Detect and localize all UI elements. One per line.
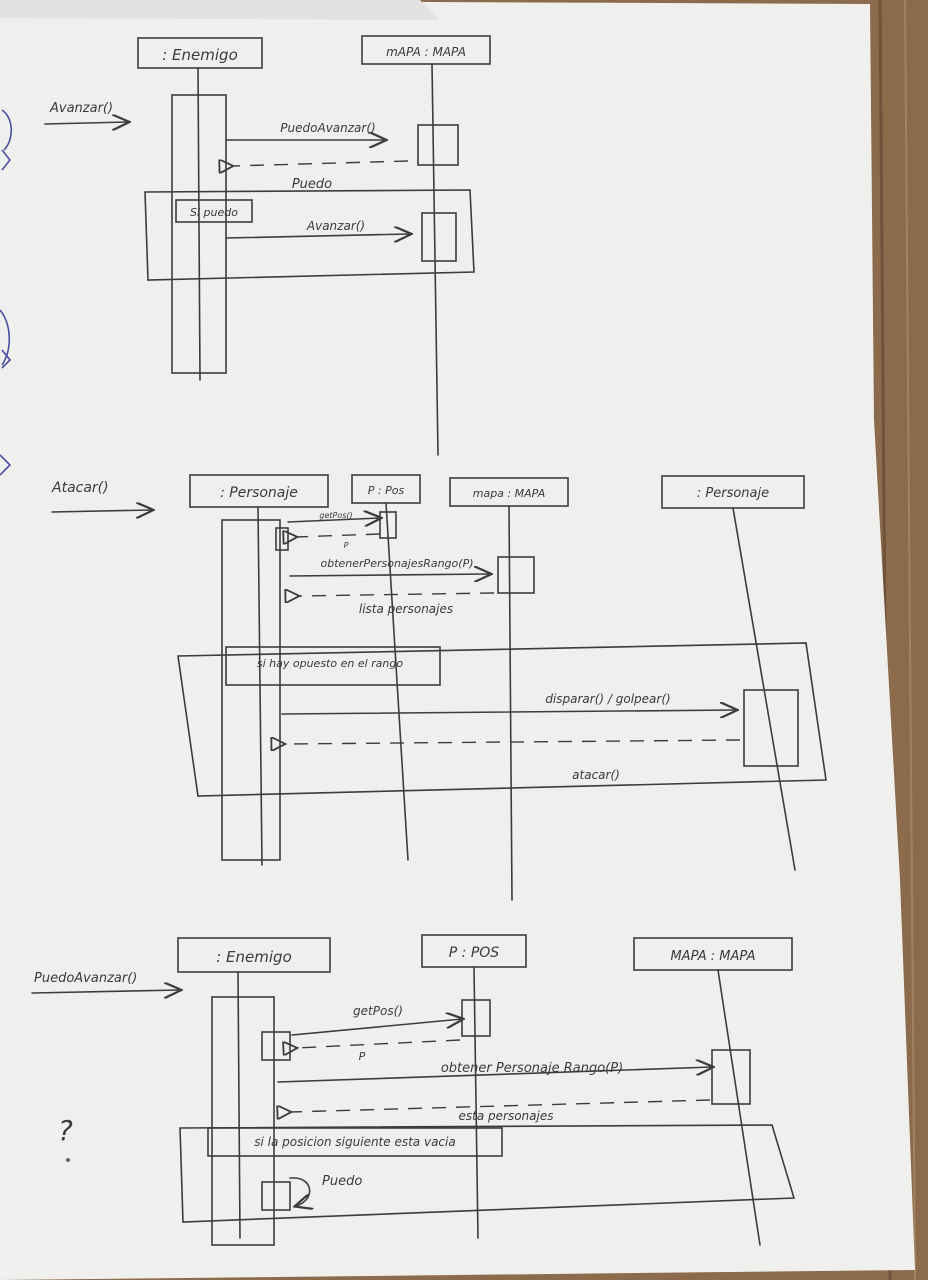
fragment-guard-box	[207, 1127, 503, 1157]
activation-bar	[421, 212, 457, 262]
sequence-diagram-1: Avanzar() : Enemigo mAPA : MAPA PuedoAva…	[44, 35, 491, 456]
participant-label: P : POS	[449, 945, 500, 961]
participant-box	[177, 937, 331, 973]
participant-box	[361, 35, 491, 65]
participant-label: mapa : MAPA	[473, 487, 546, 500]
participant-label: : Personaje	[697, 486, 769, 501]
alt-fragment	[144, 189, 475, 281]
activation-bar	[497, 556, 535, 594]
participant-label: : Personaje	[220, 485, 298, 501]
sequence-diagram-2: Atacar() : Personaje P : Pos mapa : MAPA…	[51, 474, 827, 901]
activation-bar	[417, 124, 459, 166]
activation-bar	[743, 689, 799, 767]
lifeline	[732, 507, 796, 871]
message-label: getPos()	[319, 511, 352, 520]
trigger-label: Avanzar()	[49, 101, 113, 116]
activation-bar	[221, 519, 281, 861]
activation-bar	[461, 999, 491, 1037]
alt-fragment	[177, 642, 827, 797]
return-label: P	[344, 541, 349, 550]
lifeline	[257, 506, 263, 866]
return-label: lista personajes	[359, 602, 453, 616]
sequence-diagram-3: PuedoAvanzar() : Enemigo P : POS MAPA : …	[31, 934, 796, 1246]
participant-box	[189, 474, 329, 508]
participant-box	[137, 37, 263, 69]
self-message-arrow	[289, 1177, 310, 1206]
trigger-label: PuedoAvanzar()	[34, 971, 137, 986]
trigger-label: Atacar()	[51, 480, 109, 496]
message-label: Avanzar()	[306, 219, 365, 233]
message-label: obtenerPersonajesRango(P)	[321, 557, 474, 570]
alt-fragment	[179, 1124, 796, 1223]
return-label: P	[359, 1050, 366, 1063]
message-label: PuedoAvanzar()	[280, 121, 375, 135]
activation-bar	[261, 1181, 291, 1211]
lifeline	[237, 971, 241, 1239]
activation-bar	[379, 511, 397, 539]
activation-bar	[171, 94, 227, 374]
participant-label: : Enemigo	[216, 948, 292, 966]
message-label: getPos()	[353, 1004, 403, 1018]
return-label: atacar()	[572, 768, 620, 782]
lifeline	[473, 966, 479, 1239]
lifeline	[431, 63, 439, 456]
message-label: disparar() / golpear()	[545, 692, 670, 706]
activation-bar	[711, 1049, 751, 1105]
margin-question-mark: ?	[58, 1114, 73, 1147]
lifeline	[385, 502, 409, 861]
participant-box	[633, 937, 793, 971]
fragment-guard-box	[225, 646, 441, 686]
self-message-label: Puedo	[322, 1174, 362, 1189]
lifeline	[197, 67, 201, 381]
fragment-guard-box	[175, 199, 253, 223]
message-label: obtener Personaje Rango(P)	[441, 1061, 623, 1076]
participant-label: : Enemigo	[162, 46, 238, 64]
return-label: Puedo	[292, 177, 332, 192]
participant-label: mAPA : MAPA	[386, 45, 466, 59]
activation-bar	[211, 996, 275, 1246]
participant-label: MAPA : MAPA	[670, 949, 755, 964]
fragment-guard-label: si la posicion siguiente esta vacia	[254, 1135, 455, 1149]
return-label: esta personajes	[459, 1109, 554, 1123]
participant-label: P : Pos	[368, 484, 405, 497]
fragment-guard-label: Si puedo	[190, 206, 238, 219]
fragment-guard-label: si hay opuesto en el rango	[257, 657, 403, 670]
lifeline	[508, 505, 513, 901]
